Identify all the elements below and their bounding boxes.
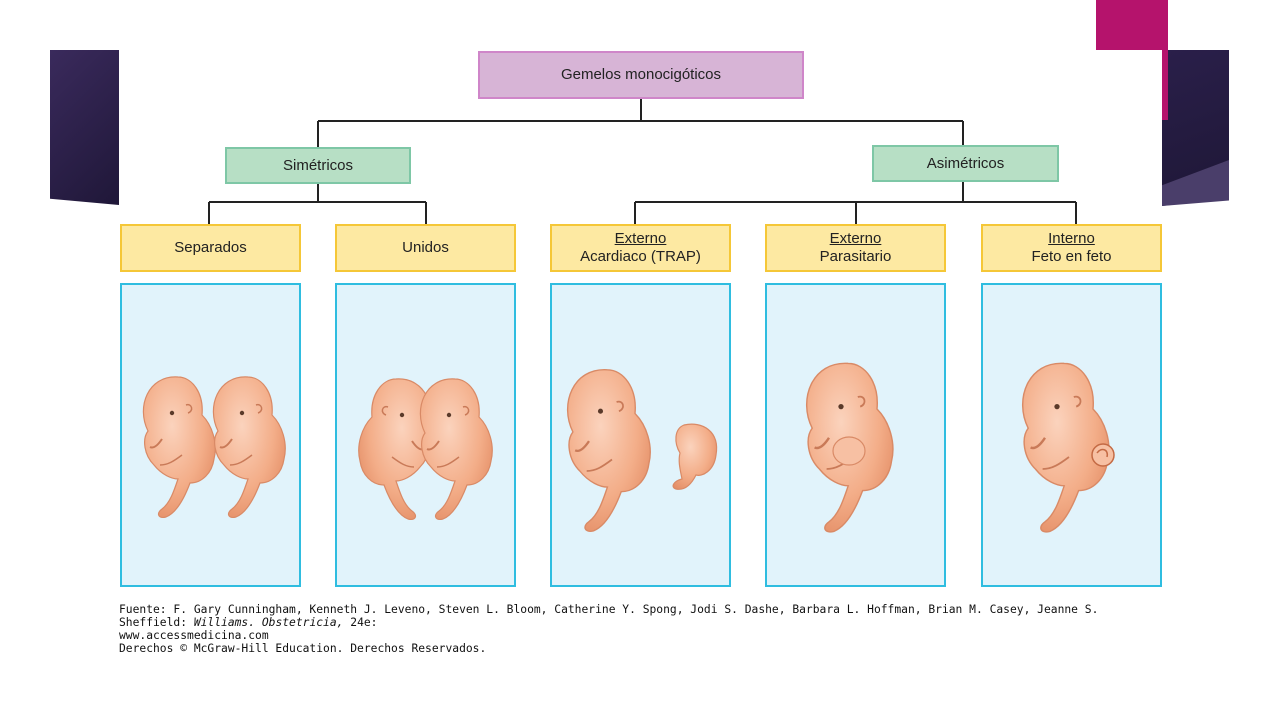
source-citation: Fuente: F. Gary Cunningham, Kenneth J. L…	[119, 603, 1164, 655]
node-category-label: Externo	[829, 230, 882, 247]
node-acardiaco-trap: Externo Acardiaco (TRAP)	[550, 224, 731, 272]
node-label: Parasitario	[819, 248, 892, 265]
image-panel-unidos	[335, 283, 516, 587]
node-label: Separados	[174, 239, 247, 256]
image-panel-parasitario	[765, 283, 946, 587]
node-unidos: Unidos	[335, 224, 516, 272]
node-label: Unidos	[402, 239, 449, 256]
fetus-figure	[419, 377, 494, 521]
node-label: Asimétricos	[926, 154, 1005, 172]
node-parasitario: Externo Parasitario	[765, 224, 946, 272]
node-separados: Separados	[120, 224, 301, 272]
image-panel-feto-en-feto	[981, 283, 1162, 587]
citation-line: Fuente: F. Gary Cunningham, Kenneth J. L…	[119, 603, 1164, 629]
fetus-in-fetu-illustration	[1021, 362, 1115, 534]
acardiac-twin-illustration	[566, 368, 718, 533]
separated-twins-illustration	[142, 375, 287, 519]
node-category-label: Externo	[614, 230, 667, 247]
fetus-figure	[142, 375, 217, 519]
fetus-figure	[212, 375, 287, 519]
node-asimetricos: Asimétricos	[872, 145, 1059, 182]
node-category-label: Interno	[1048, 230, 1095, 247]
image-panel-acardiaco	[550, 283, 731, 587]
citation-title: Williams. Obstetricia,	[193, 616, 344, 629]
conjoined-twins-illustration	[357, 377, 494, 521]
parasitic-twin-illustration	[805, 362, 895, 534]
node-feto-en-feto: Interno Feto en feto	[981, 224, 1162, 272]
node-label: Feto en feto	[1031, 248, 1112, 265]
fetus-figure	[566, 368, 652, 533]
node-label: Acardiaco (TRAP)	[580, 248, 701, 265]
parasitic-mass	[832, 436, 866, 466]
node-label: Simétricos	[282, 156, 353, 174]
fetus-figure	[357, 377, 432, 521]
image-panel-separados	[120, 283, 301, 587]
included-fetus	[1091, 443, 1115, 467]
citation-url: www.accessmedicina.com	[119, 629, 269, 642]
citation-rights: Derechos © McGraw-Hill Education. Derech…	[119, 642, 487, 655]
citation-authors: Fuente: F. Gary Cunningham, Kenneth J. L…	[119, 603, 1099, 629]
acardiac-mass	[672, 423, 718, 490]
node-simetricos: Simétricos	[225, 147, 411, 184]
node-gemelos-monocigoticos: Gemelos monocigóticos	[478, 51, 804, 99]
citation-edition: 24e:	[343, 616, 378, 629]
node-label: Gemelos monocigóticos	[560, 66, 722, 83]
slide-left-dark-band	[50, 50, 119, 205]
